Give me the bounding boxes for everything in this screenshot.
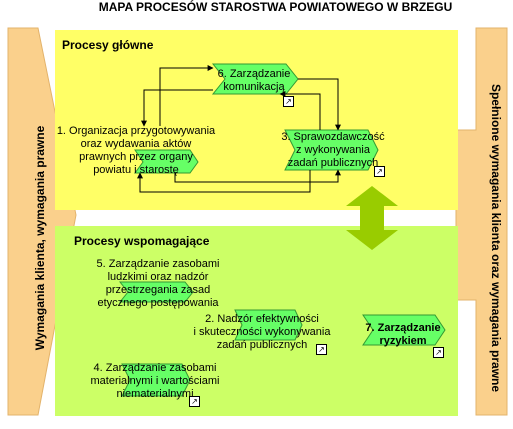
process-6-link-icon[interactable]: ↗ xyxy=(283,96,294,107)
process-3-label[interactable]: 3. Sprawozdawczość z wykonywania zadań p… xyxy=(281,131,385,169)
process-7-label[interactable]: 7. Zarządzanie ryzykiem xyxy=(365,322,441,347)
main-processes-panel xyxy=(55,30,458,210)
process-1-label[interactable]: 1. Organizacja przygotowywania oraz wyda… xyxy=(56,125,216,176)
process-2-chevron xyxy=(234,309,303,341)
process-2-label[interactable]: 2. Nadzór efektywności i skuteczności wy… xyxy=(193,313,331,351)
process-1-chevron xyxy=(134,149,199,174)
process-4-chevron xyxy=(121,363,191,397)
link-3-to-6 xyxy=(279,91,321,130)
link-3-to-1 xyxy=(137,170,311,193)
connector-double-arrow xyxy=(346,186,398,250)
input-label: Wymagania klienta, wymagania prawne xyxy=(33,125,47,351)
link-6-to-3 xyxy=(298,78,341,131)
process-4-label[interactable]: 4. Zarządzanie zasobami materialnymi i w… xyxy=(90,362,220,400)
output-label: Spełnione wymagania klienta oraz wymagan… xyxy=(489,83,503,393)
process-4-link-icon[interactable]: ↗ xyxy=(189,396,200,407)
process-7-chevron xyxy=(362,314,446,346)
process-3-shape xyxy=(284,129,379,171)
process-5-chevron xyxy=(118,281,194,303)
support-processes-title: Procesy wspomagające xyxy=(74,234,210,248)
process-3-link-icon[interactable]: ↗ xyxy=(374,166,385,177)
main-processes-title: Procesy główne xyxy=(62,38,154,52)
output-arrow xyxy=(455,27,508,416)
process-7-link-icon[interactable]: ↗ xyxy=(433,347,444,358)
link-6-to-1 xyxy=(141,89,213,127)
process-6-label[interactable]: 6. Zarządzanie komunikacją xyxy=(217,68,291,93)
diagram-title: MAPA PROCESÓW STAROSTWA POWIATOWEGO W BR… xyxy=(98,0,453,14)
process-5-label[interactable]: 5. Zarządzanie zasobami ludzkimi oraz na… xyxy=(96,258,220,309)
link-1-to-3 xyxy=(174,169,341,183)
link-1-to-6 xyxy=(159,65,214,126)
process-2-link-icon[interactable]: ↗ xyxy=(316,344,327,355)
